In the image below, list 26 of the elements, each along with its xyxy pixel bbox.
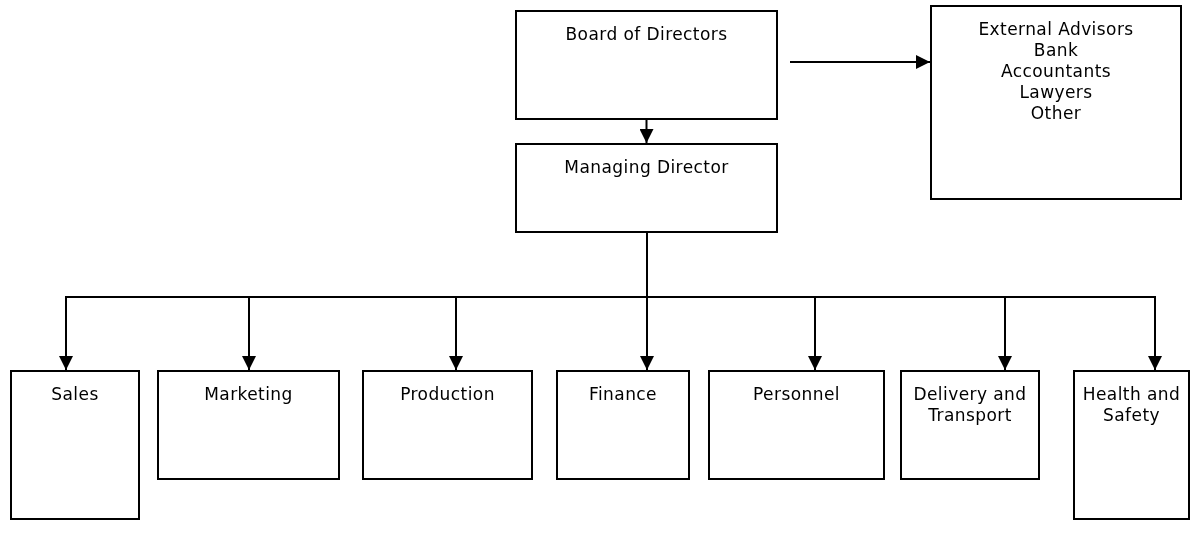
box-title: Sales (51, 384, 99, 405)
org-box (1073, 370, 1190, 520)
box-title: Health and Safety (1081, 384, 1182, 426)
group-title: External Advisors (978, 19, 1134, 40)
list-item: Lawyers (1019, 82, 1093, 103)
org-box (708, 370, 885, 480)
list-item: Bank (1033, 40, 1079, 61)
org-box (515, 143, 778, 233)
box-title: Marketing (204, 384, 293, 405)
org-box (362, 370, 533, 480)
org-box (556, 370, 690, 480)
list-item: Accountants (1001, 61, 1111, 82)
org-box (157, 370, 340, 480)
box-title: Delivery and Transport (912, 384, 1028, 426)
org-box (515, 10, 778, 120)
box-title: Finance (589, 384, 657, 405)
connector-arrow (639, 119, 654, 144)
box-title: Managing Director (564, 157, 729, 178)
org-box (930, 5, 1182, 200)
list-item: Other (1030, 103, 1082, 124)
box-title: Production (400, 384, 495, 405)
connector-arrow (789, 55, 931, 69)
box-title: Board of Directors (565, 24, 728, 45)
org-box (10, 370, 140, 520)
org-box (900, 370, 1040, 480)
box-title: Personnel (753, 384, 840, 405)
